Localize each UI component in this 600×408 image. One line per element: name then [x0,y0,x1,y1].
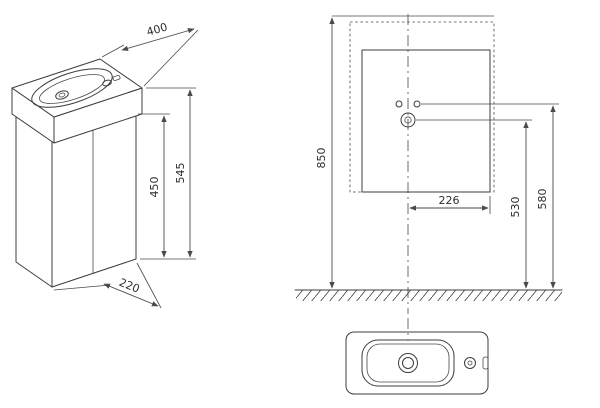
dim-offset-226: 226 [409,194,491,214]
cabinet-side-face [15,115,53,288]
dim-label-450: 450 [148,177,161,198]
tap-hole [102,79,112,87]
dim-height-545: 545 [140,87,196,260]
dim-height-530: 530 [416,119,532,289]
drain-outlet [400,112,416,128]
overflow-slot-top [482,356,489,370]
top-view [345,318,489,395]
drain-outlet-inner [404,116,412,124]
tap-hole-center [467,360,473,366]
dim-height-580: 580 [421,103,559,289]
elevation-view: 850 226 530 580 [294,14,563,314]
product-outline-dotted [349,21,495,193]
bowl-outline [361,339,455,387]
drain-hole-inner [58,92,66,98]
overflow-slot-iso [112,75,121,81]
dim-label-530: 530 [509,197,522,218]
supply-hole-left [395,100,403,108]
basin-top-face [11,58,143,118]
bowl-inner [39,74,105,104]
dim-label-400: 400 [145,20,169,38]
cabinet-front-outline [361,49,491,193]
dim-width-400: 400 [101,20,199,87]
bowl-rim [31,68,113,108]
dim-label-226: 226 [439,194,460,207]
supply-hole-right [413,100,421,108]
isometric-view: 400 545 450 220 [11,20,199,309]
tap-hole-circle [464,357,476,369]
dim-label-220: 220 [117,276,141,296]
dim-label-580: 580 [536,189,549,210]
floor-hatching [296,290,562,301]
drain-circle-inner [402,357,414,369]
drain-circle-outer [398,353,418,373]
dim-height-450: 450 [138,113,170,258]
dim-label-545: 545 [174,163,187,184]
dim-label-850: 850 [315,148,328,169]
drain-hole [55,90,69,100]
dim-height-850: 850 [315,17,335,289]
bowl-inner-outline [366,343,450,383]
